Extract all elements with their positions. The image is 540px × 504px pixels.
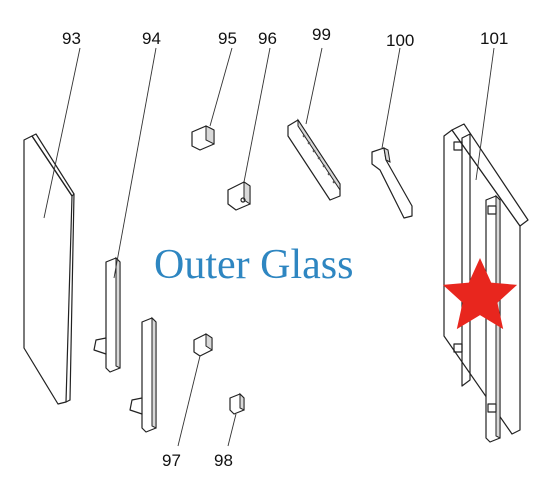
callout-93: 93: [62, 29, 81, 48]
callout-99: 99: [312, 25, 331, 44]
callout-96: 96: [258, 29, 277, 48]
part-98-clip: [227, 392, 245, 447]
part-93-glass-pane: [23, 47, 81, 405]
part-96-bracket: [227, 47, 271, 211]
star-icon: [442, 258, 518, 330]
callout-98: 98: [214, 451, 233, 470]
part-97-clip: [177, 333, 213, 447]
callout-101: 101: [480, 29, 508, 48]
part-99-rail: [287, 47, 341, 201]
callout-100: 100: [386, 31, 414, 50]
callout-95: 95: [218, 29, 237, 48]
part-94-trim-strip: [93, 47, 157, 373]
part-101-door-frame: [443, 47, 529, 443]
part-95-clip: [191, 47, 233, 151]
callout-97: 97: [162, 451, 181, 470]
part-100-handle: [371, 47, 413, 219]
callout-94: 94: [142, 29, 161, 48]
outer-glass-caption: Outer Glass: [154, 242, 353, 288]
lower-trim-strip: [129, 316, 157, 433]
